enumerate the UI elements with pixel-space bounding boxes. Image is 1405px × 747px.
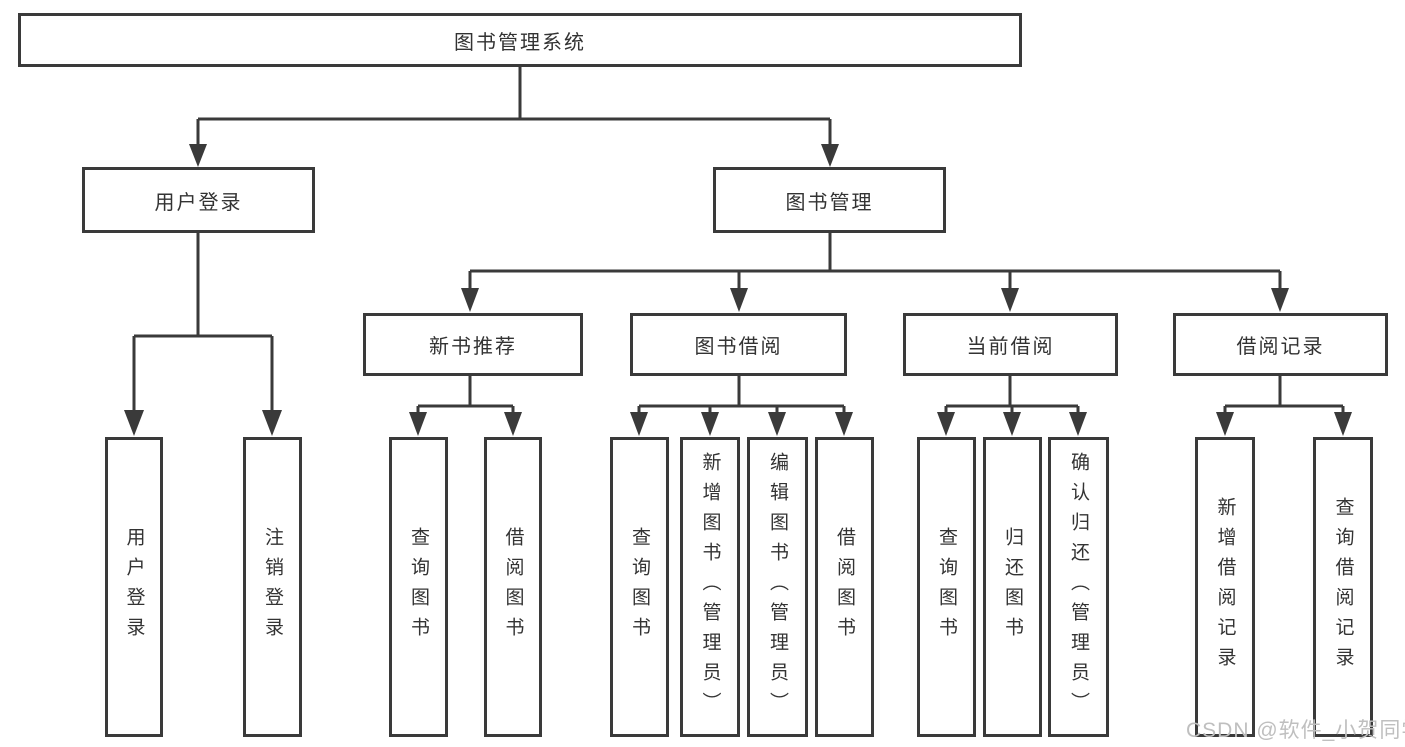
- node-borrow-record: 借阅记录: [1173, 313, 1388, 376]
- watermark: CSDN @软件_小贺同学: [1186, 719, 1405, 742]
- leaf-recommend-borrow-books: 借阅图书: [484, 437, 542, 737]
- arrow-down-icon: [409, 412, 427, 436]
- arrow-down-icon: [262, 410, 282, 436]
- arrow-down-icon: [835, 412, 853, 436]
- leaf-recommend-query-books: 查询图书: [389, 437, 448, 737]
- node-user-login: 用户登录: [82, 167, 315, 233]
- leaf-return-books: 归还图书: [983, 437, 1042, 737]
- leaf-confirm-return-admin: 确认归还（管理员）: [1048, 437, 1109, 737]
- node-current-borrow: 当前借阅: [903, 313, 1118, 376]
- node-library-management-system: 图书管理系统: [18, 13, 1022, 67]
- arrow-down-icon: [504, 412, 522, 436]
- node-book-borrow: 图书借阅: [630, 313, 847, 376]
- arrow-down-icon: [768, 412, 786, 436]
- arrow-down-icon: [1001, 288, 1019, 312]
- leaf-query-borrow-record: 查询借阅记录: [1313, 437, 1373, 737]
- arrow-down-icon: [124, 410, 144, 436]
- arrow-down-icon: [701, 412, 719, 436]
- leaf-current-query-books: 查询图书: [917, 437, 976, 737]
- leaf-add-borrow-record: 新增借阅记录: [1195, 437, 1255, 737]
- leaf-logout: 注销登录: [243, 437, 302, 737]
- arrow-down-icon: [1069, 412, 1087, 436]
- leaf-add-book-admin: 新增图书（管理员）: [680, 437, 740, 737]
- node-new-book-recommend: 新书推荐: [363, 313, 583, 376]
- arrow-down-icon: [1334, 412, 1352, 436]
- arrow-down-icon: [821, 144, 839, 167]
- arrow-down-icon: [1216, 412, 1234, 436]
- leaf-borrow-books: 借阅图书: [815, 437, 874, 737]
- arrow-down-icon: [937, 412, 955, 436]
- arrow-down-icon: [730, 288, 748, 312]
- arrow-down-icon: [1271, 288, 1289, 312]
- arrow-down-icon: [1003, 412, 1021, 436]
- leaf-borrow-query-books: 查询图书: [610, 437, 669, 737]
- arrow-down-icon: [630, 412, 648, 436]
- node-book-management: 图书管理: [713, 167, 946, 233]
- arrow-down-icon: [461, 288, 479, 312]
- arrow-down-icon: [189, 144, 207, 167]
- leaf-user-login: 用户登录: [105, 437, 163, 737]
- leaf-edit-book-admin: 编辑图书（管理员）: [747, 437, 808, 737]
